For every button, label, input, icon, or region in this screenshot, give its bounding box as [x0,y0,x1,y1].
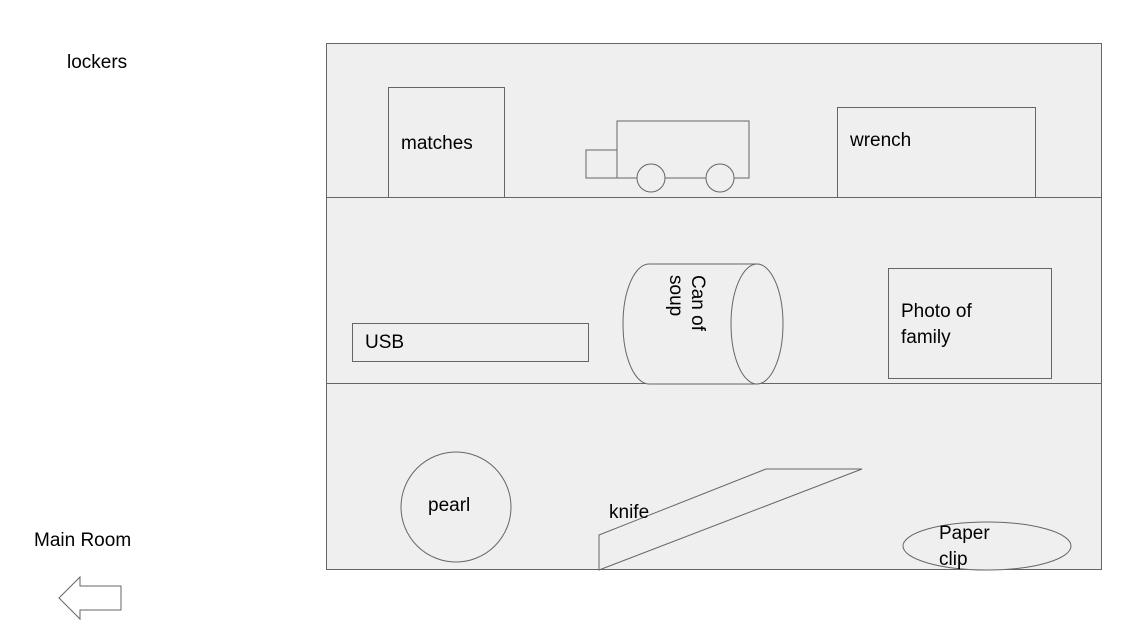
matches-label: matches [401,133,473,154]
knife-label: knife [609,502,650,523]
main-room-nav-button[interactable] [58,575,122,625]
wrench-item[interactable]: wrench [837,107,1036,198]
pearl-label: pearl [428,495,471,516]
can-of-soup-label: Can of soup [664,275,708,331]
can-of-soup-label-line2: soup [665,275,686,317]
pearl-item[interactable]: pearl [400,451,512,563]
paper-clip-item[interactable]: Paper clip [902,521,1073,571]
knife-icon [598,468,863,571]
shelf-middle: USB Can of soup Photo of family [327,198,1101,385]
locker-cabinet: matches wrench USB Can of soup [326,43,1102,571]
left-arrow-icon [58,575,122,621]
main-room-label[interactable]: Main Room [34,530,132,551]
room-title: lockers [67,52,128,73]
photo-of-family-label: Photo of family [901,299,972,351]
photo-label-line2: family [901,327,951,348]
knife-item[interactable]: knife [598,468,864,571]
can-of-soup-item[interactable]: Can of soup [622,263,784,385]
shelf-bottom: pearl knife Paper clip [327,384,1101,571]
toy-truck-item[interactable] [585,120,750,194]
can-icon [622,263,784,385]
can-of-soup-label-line1: Can of [687,275,708,331]
photo-of-family-item[interactable]: Photo of family [888,268,1052,379]
paper-clip-icon [902,521,1072,571]
usb-item[interactable]: USB [352,323,589,362]
truck-icon [585,120,750,193]
photo-label-line1: Photo of [901,301,972,322]
matches-item[interactable]: matches [388,87,505,198]
shelf-top: matches wrench [327,44,1101,198]
paper-clip-label-line2: clip [939,549,968,570]
paper-clip-label: Paper clip [939,521,990,573]
usb-label: USB [365,332,405,353]
paper-clip-label-line1: Paper [939,523,990,544]
pearl-icon [400,451,512,563]
wrench-label: wrench [850,130,912,151]
